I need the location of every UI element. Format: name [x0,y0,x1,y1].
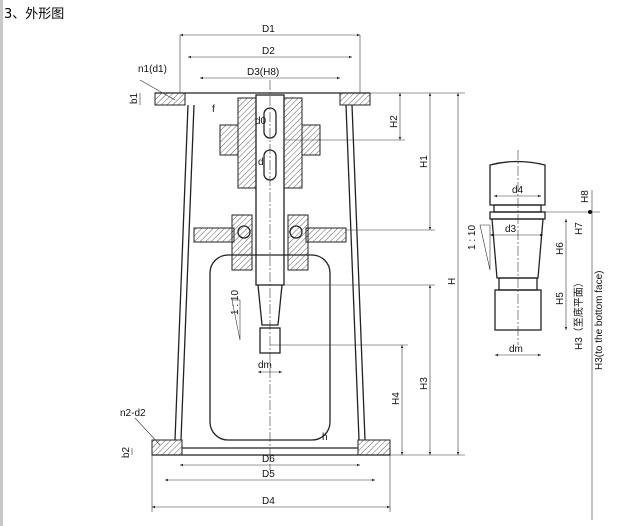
label-dm: dm [258,360,272,371]
label-h4: H4 [391,392,402,405]
label-d: d [258,157,264,168]
section-title: 3、外形图 [4,7,65,22]
shaft-detail [479,150,600,520]
detail-label-h5: H5 [555,292,566,305]
detail-label-h7: H7 [574,222,585,235]
label-taper-detail: 1 : 10 [467,225,478,250]
detail-label-d4: d4 [512,185,524,196]
label-h1: H1 [419,155,430,168]
label-d1: D1 [262,24,275,35]
detail-label-h3-cn: H3（至底平面） [572,277,585,350]
label-b1: b1 [129,92,140,104]
detail-label-d3: d3 [505,224,517,235]
label-d2: D2 [262,46,275,57]
label-f: f [212,104,215,115]
label-d6: D6 [262,454,275,465]
label-d4: D4 [262,496,275,507]
label-h: H [447,278,458,285]
label-d3: D3(H8) [247,67,279,78]
label-n2: n2-d2 [120,408,146,419]
detail-label-h6: H6 [555,242,566,255]
detail-label-dm: dm [509,344,523,355]
label-d0: d0 [255,116,267,127]
label-n1: n1(d1) [138,64,167,75]
dimensions [131,33,465,512]
label-b2: b2 [121,446,132,458]
label-h3: H3 [419,377,430,390]
left-border [0,0,3,526]
detail-label-h3-en: H3(to the bottom face) [594,271,605,371]
housing [151,80,391,470]
detail-label-h8: H8 [580,190,591,203]
label-h-small: h [322,432,328,443]
label-h2: H2 [389,115,400,128]
label-taper-main: 1 : 10 [230,290,241,315]
label-d5: D5 [262,469,275,480]
